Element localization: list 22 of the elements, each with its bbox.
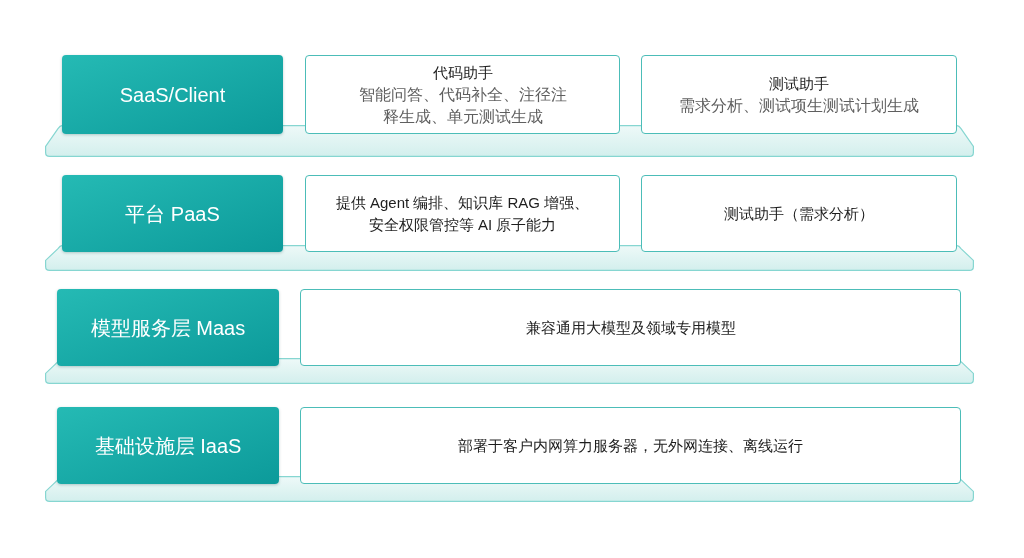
feature-card bbox=[305, 175, 620, 252]
card-description: 兼容通用大模型及领域专用模型 bbox=[525, 317, 736, 338]
layer-title: 基础设施层 IaaS bbox=[94, 433, 242, 459]
layer-title-card bbox=[57, 407, 279, 484]
card-description: 智能问答、代码补全、注径注释生成、单元测试生成 bbox=[357, 84, 568, 127]
feature-card bbox=[305, 55, 620, 134]
layer-title-card bbox=[62, 55, 283, 134]
card-heading: 测试助手 bbox=[769, 73, 829, 94]
feature-card bbox=[300, 407, 961, 484]
layer-title: 模型服务层 Maas bbox=[90, 315, 246, 341]
feature-card bbox=[300, 289, 961, 366]
feature-card bbox=[641, 55, 957, 134]
layer-title: SaaS/Client bbox=[119, 82, 226, 108]
card-description: 提供 Agent 编排、知识库 RAG 增强、安全权限管控等 AI 原子能力 bbox=[334, 192, 591, 235]
card-description: 需求分析、测试项生测试计划生成 bbox=[679, 95, 919, 116]
card-description: 测试助手（需求分析） bbox=[724, 203, 874, 224]
feature-card bbox=[641, 175, 957, 252]
layer-title-card bbox=[57, 289, 279, 366]
card-description: 部署于客户内网算力服务器，无外网连接、离线运行 bbox=[458, 435, 803, 456]
layer-title-card bbox=[62, 175, 283, 252]
card-heading: 代码助手 bbox=[432, 62, 493, 83]
layer-title: 平台 PaaS bbox=[125, 201, 220, 227]
